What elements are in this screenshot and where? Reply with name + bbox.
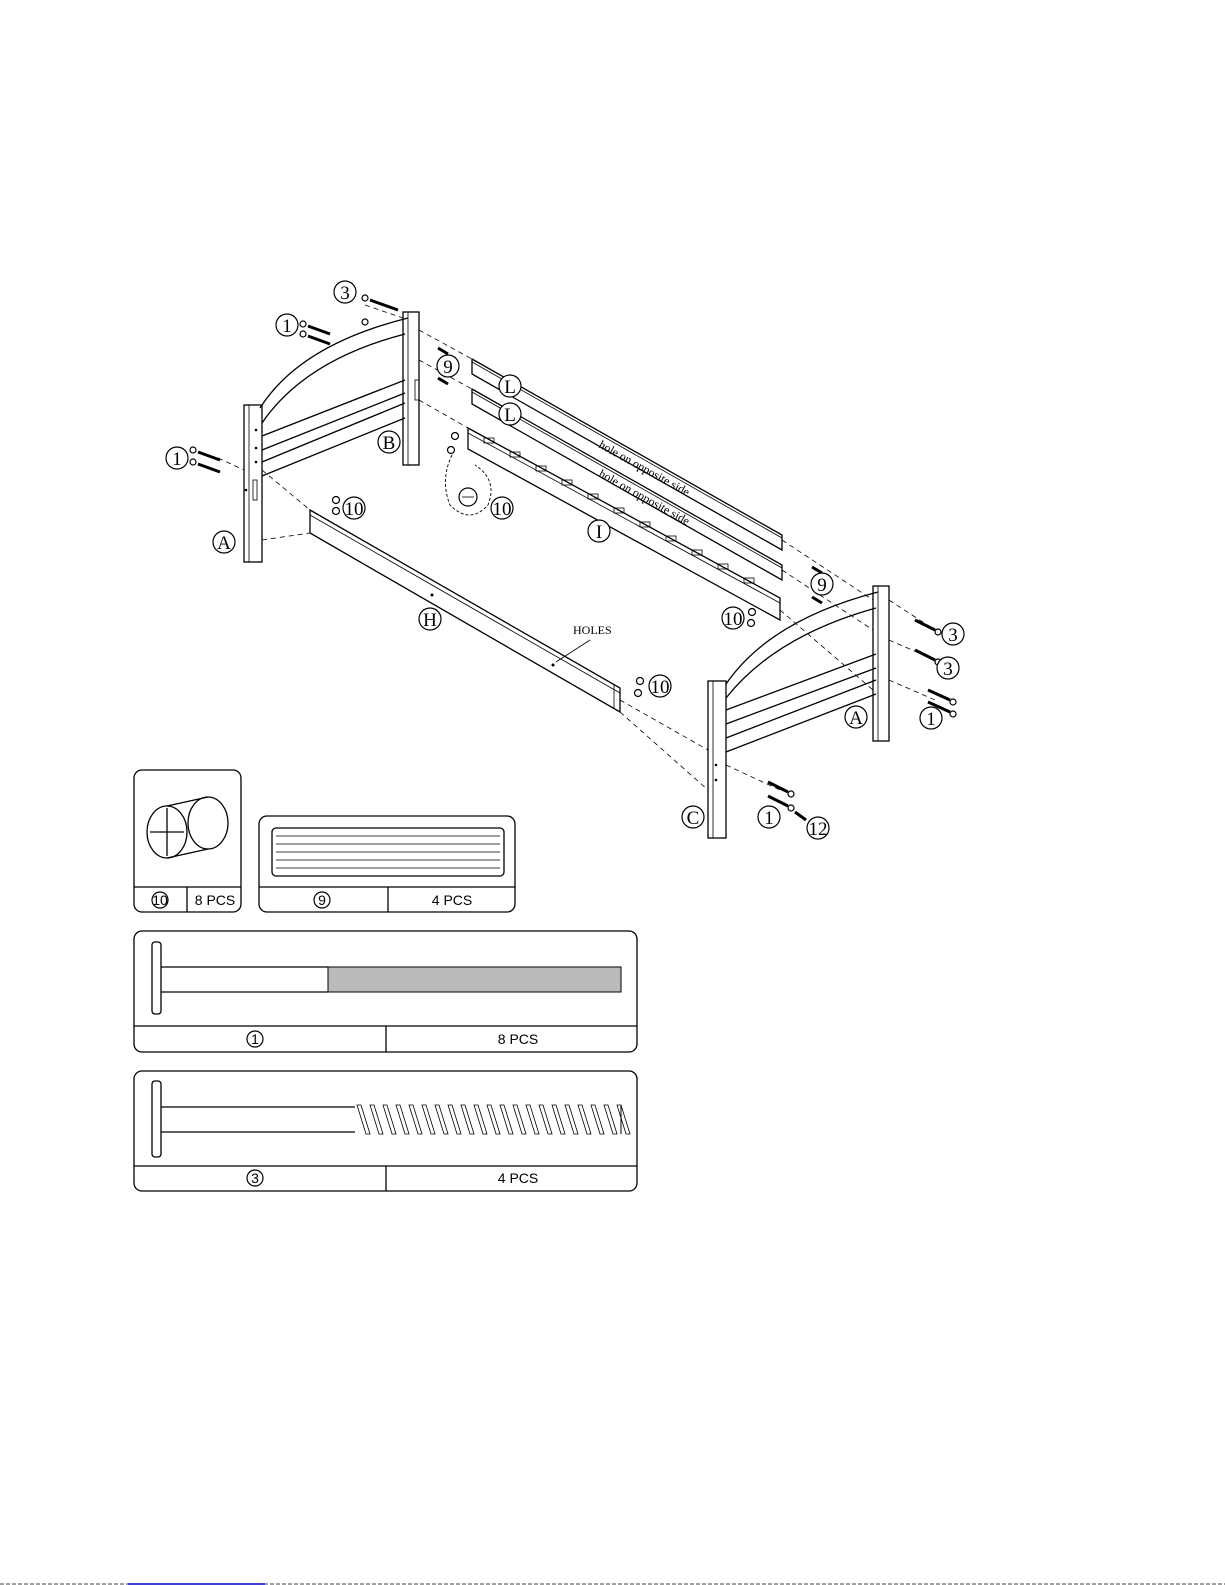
svg-text:B: B [383,433,396,454]
callout-1-right: 1 [920,707,942,730]
svg-text:9: 9 [817,575,827,596]
hardware-box-3: 3 4 PCS [134,1071,637,1191]
svg-text:9: 9 [443,357,453,378]
svg-text:10: 10 [493,499,512,520]
hardware-box-1: 1 8 PCS [134,931,637,1052]
svg-text:1: 1 [172,449,182,470]
svg-text:8 PCS: 8 PCS [498,1031,538,1047]
svg-text:3: 3 [340,283,350,304]
callout-I: I [588,520,610,543]
svg-text:3: 3 [251,1170,259,1186]
callout-10-magnifier: 10 [491,497,513,520]
holes-note: HOLES [573,623,612,637]
callout-3-top-left: 3 [334,281,356,304]
svg-text:4 PCS: 4 PCS [498,1170,538,1186]
callout-C: C [682,806,704,829]
callout-9-top: 9 [437,355,459,378]
callout-10-bottom: 10 [649,675,671,698]
callout-1-top-left: 1 [276,314,298,337]
svg-text:12: 12 [809,819,828,840]
callout-12: 12 [807,817,829,840]
svg-text:4 PCS: 4 PCS [432,892,472,908]
callout-A-right: A [845,706,867,729]
svg-text:8 PCS: 8 PCS [195,892,235,908]
hardware-box-10: 10 8 PCS [134,770,241,912]
svg-text:3: 3 [943,659,953,680]
callout-3-right-upper: 3 [942,623,964,646]
svg-text:C: C [687,808,700,829]
callout-10-right: 10 [722,607,744,630]
callout-10-left: 10 [343,497,365,520]
hardware-screws [190,295,956,820]
svg-text:H: H [423,610,437,631]
svg-text:1: 1 [926,709,936,730]
svg-text:L: L [504,377,516,398]
svg-text:A: A [849,708,863,729]
callout-9-right: 9 [811,573,833,596]
side-rail-H [310,510,620,712]
svg-text:1: 1 [282,316,292,337]
svg-text:10: 10 [345,499,364,520]
svg-text:3: 3 [948,625,958,646]
callout-3-right-lower: 3 [937,657,959,680]
svg-text:1: 1 [251,1031,259,1047]
callout-L-lower: L [499,403,521,426]
callout-A-left: A [213,531,235,554]
svg-text:L: L [504,405,516,426]
callouts: 3 1 1 A B 9 L L 10 10 I H 9 10 10 3 3 A … [166,281,964,840]
svg-text:A: A [217,533,231,554]
svg-text:10: 10 [724,609,743,630]
svg-text:I: I [596,522,602,543]
callout-B: B [378,431,400,454]
callout-1-bottom: 1 [758,806,780,829]
svg-text:1: 1 [764,808,774,829]
svg-text:10: 10 [152,892,168,908]
callout-1-left: 1 [166,447,188,470]
alignment-lines [218,305,935,790]
callout-L-upper: L [499,375,521,398]
hardware-box-9: 9 4 PCS [259,816,515,912]
svg-text:10: 10 [651,677,670,698]
callout-H: H [419,608,441,631]
svg-text:9: 9 [318,892,326,908]
